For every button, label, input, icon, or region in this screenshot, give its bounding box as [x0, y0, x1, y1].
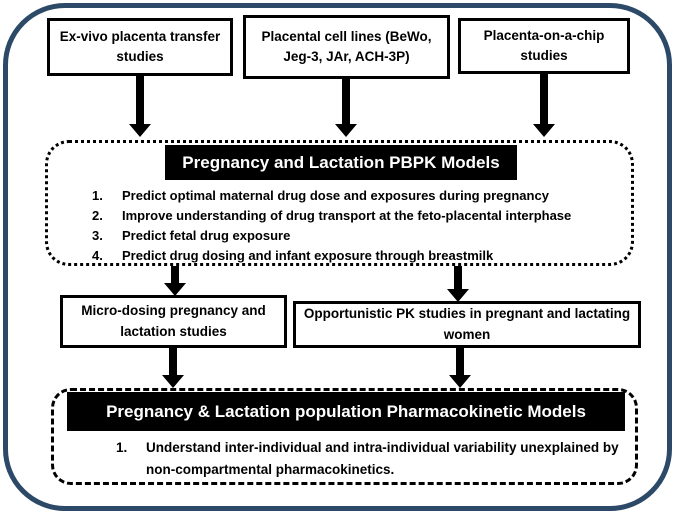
box-placental-cell-lines: Placental cell lines (BeWo, Jeg-3, JAr, … — [243, 15, 450, 79]
list-item: 1. Predict optimal maternal drug dose an… — [92, 186, 632, 206]
list-item-text: Predict drug dosing and infant exposure … — [122, 248, 494, 263]
pbpk-models-list: 1. Predict optimal maternal drug dose an… — [92, 186, 632, 266]
down-arrow — [334, 79, 358, 137]
box-placenta-on-a-chip: Placenta-on-a-chip studies — [458, 18, 630, 74]
list-item-number: 4. — [92, 248, 103, 263]
list-item-text: Understand inter-individual and intra-in… — [146, 440, 619, 477]
population-pk-list: 1. Understand inter-individual and intra… — [116, 437, 626, 481]
list-item: 4. Predict drug dosing and infant exposu… — [92, 246, 632, 266]
panel-title-label: Pregnancy and Lactation PBPK Models — [182, 152, 500, 172]
box-micro-dosing-studies: Micro-dosing pregnancy and lactation stu… — [60, 295, 287, 348]
list-item-text: Improve understanding of drug transport … — [122, 208, 572, 223]
pbpk-models-title: Pregnancy and Lactation PBPK Models — [165, 145, 517, 180]
box-label: Placental cell lines (BeWo, Jeg-3, JAr, … — [261, 28, 432, 64]
down-arrow — [446, 266, 470, 302]
list-item-number: 1. — [116, 440, 128, 455]
panel-title-label: Pregnancy & Lactation population Pharmac… — [106, 401, 586, 421]
list-item-text: Predict optimal maternal drug dose and e… — [122, 188, 549, 203]
list-item: 2. Improve understanding of drug transpo… — [92, 206, 632, 226]
list-item: 3. Predict fetal drug exposure — [92, 226, 632, 246]
box-label: Ex-vivo placenta transfer studies — [59, 28, 221, 64]
list-item-number: 1. — [92, 188, 103, 203]
list-item-number: 2. — [92, 208, 103, 223]
down-arrow — [163, 266, 187, 296]
down-arrow — [161, 347, 185, 388]
list-item-number: 3. — [92, 228, 103, 243]
box-label: Opportunistic PK studies in pregnant and… — [303, 306, 631, 342]
down-arrow — [532, 73, 556, 137]
box-opportunistic-pk-studies: Opportunistic PK studies in pregnant and… — [293, 301, 641, 348]
list-item-text: Predict fetal drug exposure — [122, 228, 291, 243]
box-ex-vivo-placenta-transfer: Ex-vivo placenta transfer studies — [47, 18, 233, 76]
down-arrow — [128, 75, 152, 137]
box-label: Placenta-on-a-chip studies — [483, 27, 605, 63]
population-pk-title: Pregnancy & Lactation population Pharmac… — [67, 392, 625, 431]
box-label: Micro-dosing pregnancy and lactation stu… — [81, 303, 266, 339]
list-item: 1. Understand inter-individual and intra… — [116, 437, 626, 481]
down-arrow — [448, 347, 472, 388]
